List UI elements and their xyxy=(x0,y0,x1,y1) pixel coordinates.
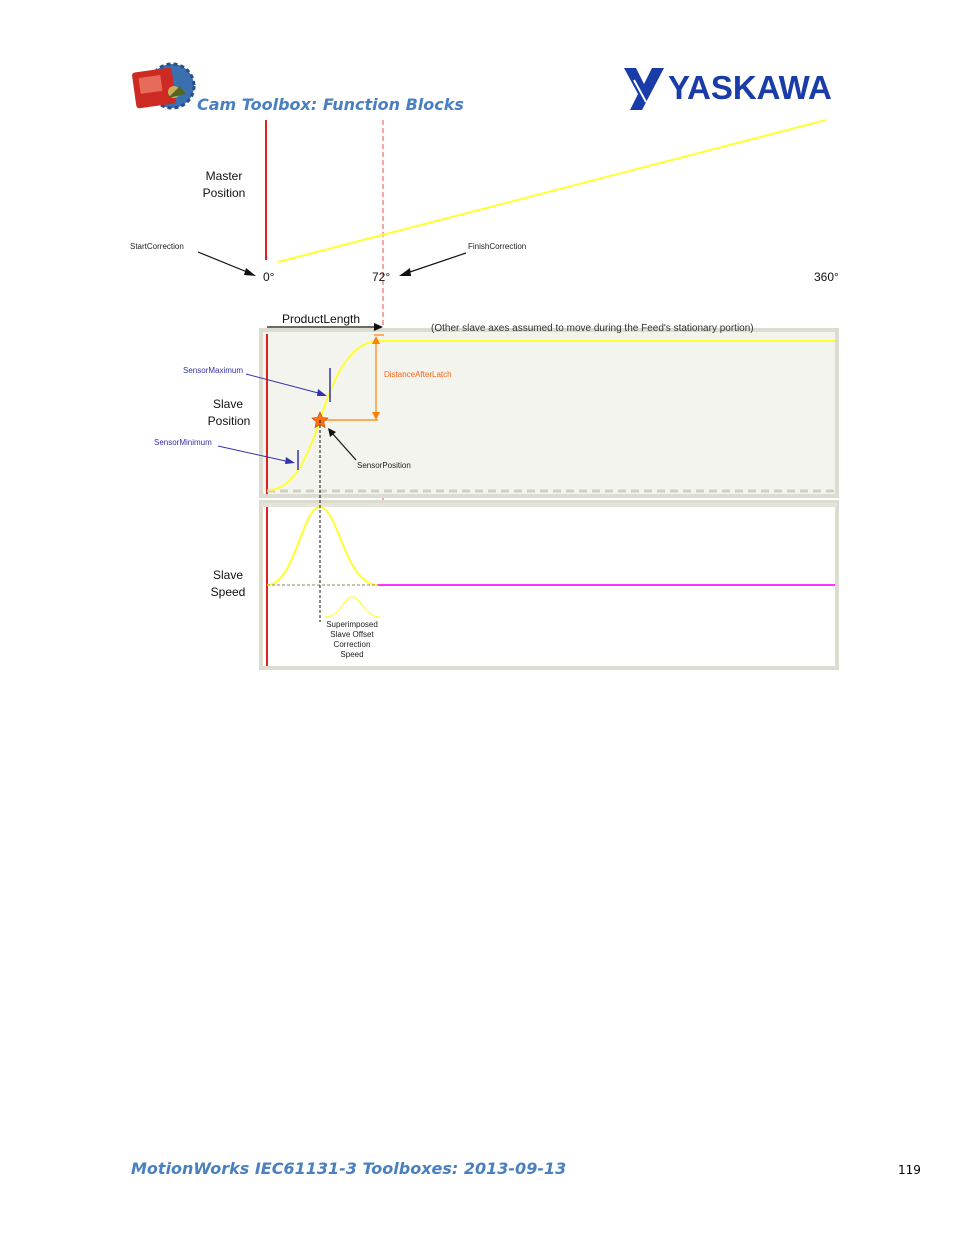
slave-speed-label-line2: Speed xyxy=(211,585,246,599)
distance-after-latch-label: DistanceAfterLatch xyxy=(384,370,452,379)
sensor-position-pointer xyxy=(331,432,357,461)
footer-title: MotionWorks IEC61131-3 Toolboxes: 2013-0… xyxy=(131,1159,567,1178)
sensor-minimum-pointer xyxy=(217,445,291,463)
yaskawa-wordmark: YASKAWA xyxy=(668,69,832,106)
master-label-line2: Position xyxy=(203,186,246,200)
slave-speed-label-line1: Slave xyxy=(213,568,243,582)
superimposed-label-line3: Correction xyxy=(334,640,371,649)
product-length-label: ProductLength xyxy=(282,312,360,326)
sensor-position-star-icon xyxy=(311,411,329,429)
start-correction-label: StartCorrection xyxy=(130,242,184,251)
cam-correction-diagram: Master Position StartCorrection FinishCo… xyxy=(130,119,839,670)
yaskawa-logo: YASKAWA xyxy=(624,68,832,110)
document-section-title: Cam Toolbox: Function Blocks xyxy=(197,95,464,114)
degree-360-label: 360° xyxy=(814,270,839,284)
finish-correction-label: FinishCorrection xyxy=(468,242,526,251)
superimposed-label-line2: Slave Offset xyxy=(330,630,374,639)
superimposed-label-line4: Speed xyxy=(340,650,363,659)
master-position-ramp xyxy=(277,119,827,263)
master-label-line1: Master xyxy=(206,169,243,183)
sensor-maximum-pointer xyxy=(245,373,323,395)
slave-position-label-line1: Slave xyxy=(213,397,243,411)
superimposed-label-line1: Superimposed xyxy=(326,620,378,629)
page-number: 119 xyxy=(898,1163,921,1177)
stationary-portion-note: (Other slave axes assumed to move during… xyxy=(431,323,754,334)
degree-72-label: 72° xyxy=(372,270,390,284)
start-correction-arrow xyxy=(197,251,253,275)
sensor-minimum-label: SensorMinimum xyxy=(154,438,212,447)
slave-position-panel xyxy=(259,328,839,498)
sensor-position-label: SensorPosition xyxy=(357,461,411,470)
slave-position-label-line2: Position xyxy=(208,414,251,428)
superimposed-offset-speed-curve xyxy=(324,596,381,618)
finish-correction-arrow xyxy=(403,252,467,275)
sensor-maximum-label: SensorMaximum xyxy=(183,366,243,375)
degree-0-label: 0° xyxy=(263,270,275,284)
toolbox-logo-icon xyxy=(132,62,196,110)
